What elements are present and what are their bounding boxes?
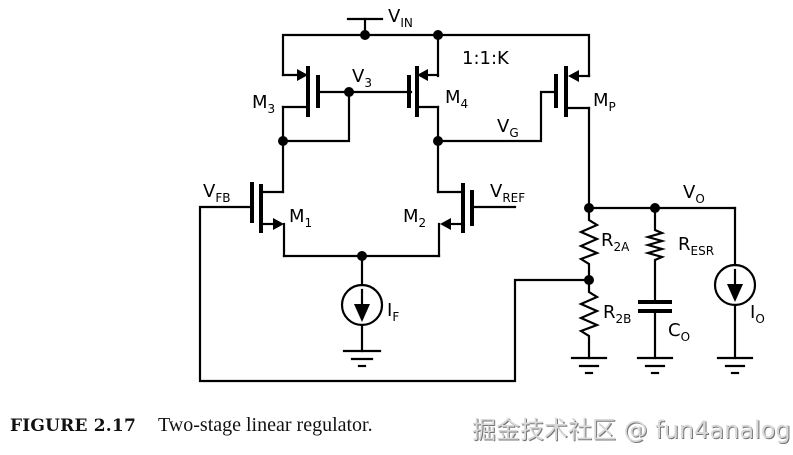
tail-current-source: IF <box>282 251 441 368</box>
transistor-mp: MP <box>554 66 616 210</box>
svg-text:R2B: R2B <box>603 302 631 326</box>
ground-icon <box>716 356 754 375</box>
figure-number: FIGURE 2.17 <box>10 416 136 436</box>
supply-rail <box>281 30 591 78</box>
output-network: VO R2A R2B RESR CO IO <box>570 182 765 375</box>
figure-caption: FIGURE 2.17 Two-stage linear regulator. <box>10 414 373 437</box>
vg-node-dot <box>433 136 443 146</box>
vfb-label: V <box>203 181 216 202</box>
vref-label: V <box>490 181 503 202</box>
resistor-r2b <box>578 278 600 360</box>
m1-label: M <box>289 206 305 227</box>
transistor-m1: VFB M1 <box>198 139 591 383</box>
svg-text:VO: VO <box>683 182 705 206</box>
svg-text:MP: MP <box>593 90 616 114</box>
ground-icon <box>570 356 608 375</box>
resr-label: R <box>678 234 691 255</box>
vo-label: V <box>683 182 696 203</box>
io-arrow-icon <box>727 284 743 302</box>
figure-caption-text: Two-stage linear regulator. <box>157 414 373 436</box>
svg-text:VREF: VREF <box>490 181 525 205</box>
m3-label: M <box>252 92 268 113</box>
rail-node-dot <box>433 30 443 40</box>
svg-text:M4: M4 <box>445 87 468 111</box>
if-label: I <box>387 300 392 321</box>
m4-source-arrow <box>417 69 428 81</box>
m2-source-arrow <box>440 218 451 230</box>
svg-text:R2A: R2A <box>601 230 630 254</box>
r2a-label: R <box>601 230 614 251</box>
svg-text:M3: M3 <box>252 92 275 116</box>
vin-node-dot <box>360 30 370 40</box>
v3-label: V <box>352 66 365 87</box>
vin-label: V <box>388 6 401 27</box>
m2-label: M <box>403 206 419 227</box>
circuit-schematic: VIN 1:1:K M3 V3 M4 VG <box>198 6 765 383</box>
mp-label: M <box>593 90 609 111</box>
svg-text:IO: IO <box>750 302 765 326</box>
vg-label: V <box>497 116 510 137</box>
m3-source-arrow <box>297 69 308 81</box>
transistor-m4: M4 VG <box>407 66 558 194</box>
resistor-r2a <box>578 206 600 282</box>
mp-source-arrow <box>568 70 579 82</box>
svg-text:IF: IF <box>387 300 399 324</box>
m4-label: M <box>445 87 461 108</box>
ratio-label: 1:1:K <box>462 48 510 69</box>
watermark: 掘金技术社区 @ fun4analog <box>472 416 791 444</box>
v3-node-dot <box>344 87 354 97</box>
if-arrow-icon <box>354 304 370 322</box>
svg-text:VFB: VFB <box>203 181 230 205</box>
m1-source-arrow <box>273 218 284 230</box>
svg-text:VG: VG <box>497 116 519 140</box>
svg-text:CO: CO <box>668 320 690 344</box>
svg-text:M2: M2 <box>403 206 426 230</box>
resistor-resr <box>643 206 667 304</box>
ground-icon <box>636 356 674 375</box>
vin-supply: VIN <box>346 6 413 37</box>
svg-text:V3: V3 <box>352 66 372 90</box>
r2b-label: R <box>603 302 616 323</box>
svg-text:M1: M1 <box>289 206 312 230</box>
io-label: I <box>750 302 755 323</box>
transistor-m3: M3 V3 <box>252 66 413 146</box>
svg-text:RESR: RESR <box>678 234 714 258</box>
co-label: C <box>668 320 681 341</box>
transistor-m2: VREF M2 <box>403 181 525 258</box>
svg-text:VIN: VIN <box>388 6 413 30</box>
